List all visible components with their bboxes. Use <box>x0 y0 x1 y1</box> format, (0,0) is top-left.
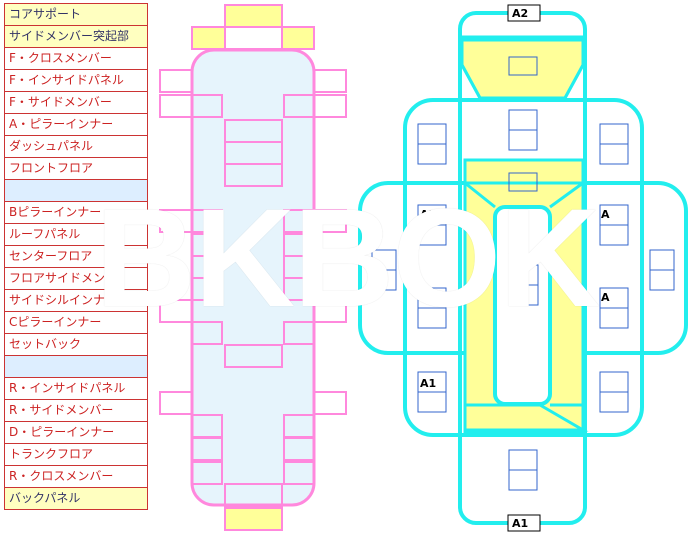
cyan-bottom-yellow <box>463 403 589 432</box>
label-left-upper: A2 <box>420 208 436 221</box>
part-item[interactable]: D・ピラーインナー <box>4 422 148 444</box>
part-item[interactable]: サイドシルインナー <box>4 290 148 312</box>
part-item[interactable]: バックパネル <box>4 488 148 510</box>
cyan-top-yellow <box>460 35 585 100</box>
part-item[interactable]: F・インサイドパネル <box>4 70 148 92</box>
part-item[interactable]: R・クロスメンバー <box>4 466 148 488</box>
part-item[interactable]: セットバック <box>4 334 148 356</box>
part-item[interactable]: R・サイドメンバー <box>4 400 148 422</box>
part-item[interactable]: トランクフロア <box>4 444 148 466</box>
label-left-mid: A. <box>420 291 433 304</box>
part-item[interactable]: サイドメンバー突起部 <box>4 26 148 48</box>
pink-top-bar-inner <box>224 26 283 50</box>
part-item[interactable]: A・ピラーインナー <box>4 114 148 136</box>
part-item[interactable]: F・サイドメンバー <box>4 92 148 114</box>
part-item[interactable]: R・インサイドパネル <box>4 378 148 400</box>
label-right-mid: A <box>601 291 610 304</box>
part-item[interactable]: Cピラーインナー <box>4 312 148 334</box>
part-item[interactable]: コアサポート <box>4 3 148 26</box>
part-item[interactable] <box>4 180 148 202</box>
label-top: A2 <box>512 7 528 20</box>
pink-bottom-yellow <box>224 507 283 531</box>
label-left-lower: A1 <box>420 377 436 390</box>
part-item[interactable]: F・クロスメンバー <box>4 48 148 70</box>
part-item[interactable]: ルーフパネル <box>4 224 148 246</box>
part-item[interactable]: Bピラーインナー <box>4 202 148 224</box>
part-item[interactable]: フロアサイドメンバ <box>4 268 148 290</box>
cyan-mid-wide <box>403 98 644 437</box>
label-bottom: A1 <box>512 517 528 530</box>
label-right-upper: A <box>601 208 610 221</box>
part-item[interactable] <box>4 356 148 378</box>
part-item[interactable]: センターフロア <box>4 246 148 268</box>
part-item[interactable]: フロントフロア <box>4 158 148 180</box>
part-item[interactable]: ダッシュパネル <box>4 136 148 158</box>
